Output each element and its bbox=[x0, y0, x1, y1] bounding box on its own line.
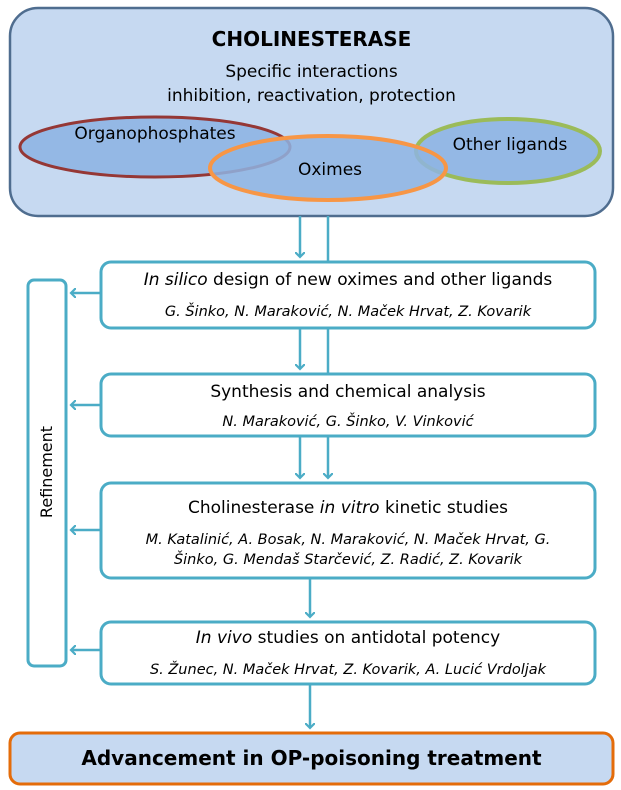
step-title-pre: Cholinesterase bbox=[187, 498, 320, 518]
step-box-in-vivo bbox=[99, 620, 597, 686]
step-title-in-vitro: Cholinesterase in vitro kinetic studies bbox=[101, 498, 595, 518]
step-authors-in-silico: G. Šinko, N. Maraković, N. Maček Hrvat, … bbox=[164, 304, 532, 320]
organophosphates-label: Organophosphates bbox=[74, 124, 236, 144]
step-authors-synthesis: N. Maraković, G. Šinko, V. Vinković bbox=[222, 414, 474, 430]
other-ligands-label: Other ligands bbox=[452, 135, 568, 155]
step-authors-in-vitro-2: Šinko, G. Mendaš Starčević, Z. Radić, Z.… bbox=[173, 552, 523, 568]
final-outcome: Advancement in OP-poisoning treatment bbox=[81, 746, 542, 770]
step-title-in-silico: In silico design of new oximes and other… bbox=[101, 270, 595, 290]
interactions-line-1: Specific interactions bbox=[225, 62, 398, 82]
oximes-ellipse bbox=[208, 134, 448, 202]
step-title-rest: design of new oximes and other ligands bbox=[207, 270, 553, 290]
refinement-box bbox=[26, 278, 68, 668]
step-title-italic: in vitro bbox=[319, 498, 380, 518]
step-title-rest: studies on antidotal potency bbox=[252, 628, 501, 648]
step-title-synthesis: Synthesis and chemical analysis bbox=[210, 382, 486, 402]
interactions-line-2: inhibition, reactivation, protection bbox=[167, 86, 456, 106]
cholinesterase-title: CHOLINESTERASE bbox=[211, 27, 412, 51]
oximes-label: Oximes bbox=[297, 160, 363, 180]
step-title-italic: In silico bbox=[143, 270, 208, 290]
step-title-in-vivo: In vivo studies on antidotal potency bbox=[101, 628, 595, 648]
step-title-post: kinetic studies bbox=[379, 498, 509, 518]
step-authors-in-vitro-1: M. Katalinić, A. Bosak, N. Maraković, N.… bbox=[145, 532, 551, 548]
step-box-in-silico bbox=[99, 260, 597, 330]
step-authors-in-vivo: S. Žunec, N. Maček Hrvat, Z. Kovarik, A.… bbox=[149, 662, 547, 678]
final-box bbox=[8, 731, 615, 786]
step-title-italic: In vivo bbox=[195, 628, 253, 648]
refinement-label: Refinement bbox=[37, 425, 56, 519]
